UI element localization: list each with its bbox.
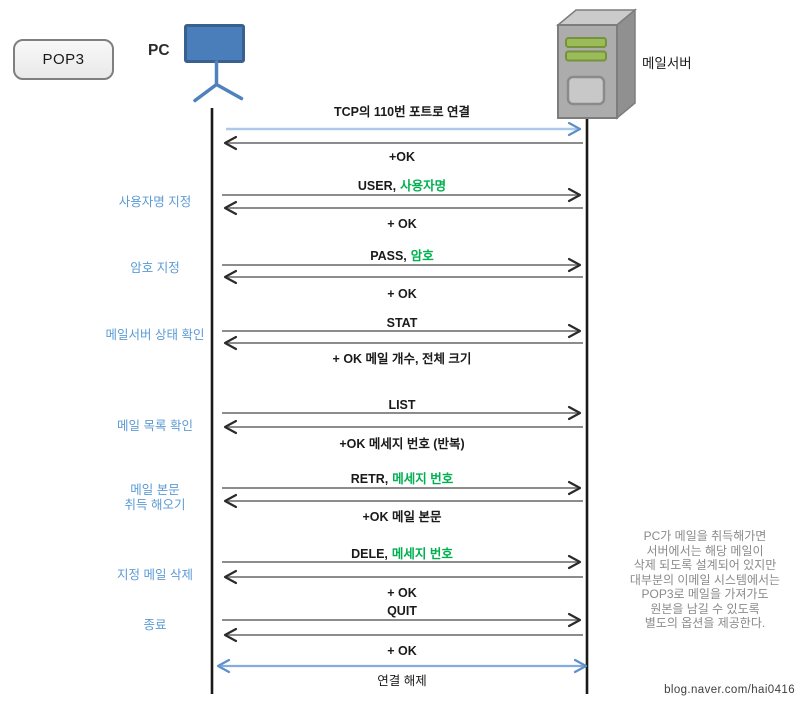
arrow-quit-cmd xyxy=(222,612,582,628)
arrow-dele-ok xyxy=(223,569,583,585)
arrow-list-cmd xyxy=(222,405,582,421)
message-list-ok: +OK 메세지 번호 (반복) xyxy=(339,437,465,451)
message-dele-ok: + OK xyxy=(387,586,417,600)
message-quit-cmd: QUIT xyxy=(387,604,417,618)
stage-mail-retrieve: 메일 본문 취득 해오기 xyxy=(124,483,186,512)
arrow-greeting-ok xyxy=(223,135,583,151)
message-pass-ok: + OK xyxy=(387,287,417,301)
message-stat-cmd: STAT xyxy=(386,316,418,330)
message-pass-cmd: PASS,암호 xyxy=(370,249,434,263)
pc-icon xyxy=(184,24,245,103)
arrow-user-cmd xyxy=(222,187,582,203)
pop3-option-note: PC가 메일을 취득해가면 서버에서는 해당 메일이 삭제 되도록 설계되어 있… xyxy=(629,529,781,630)
pop3-badge-label: POP3 xyxy=(42,51,85,68)
arrow-user-ok xyxy=(223,200,583,216)
arrow-tcp-connect xyxy=(226,121,582,137)
server-drive-panel xyxy=(566,75,606,106)
message-list-cmd: LIST xyxy=(388,398,416,412)
stage-username: 사용자명 지정 xyxy=(118,195,192,209)
stage-mail-delete: 지정 메일 삭제 xyxy=(117,568,193,582)
stage-mail-list: 메일 목록 확인 xyxy=(117,419,193,433)
pc-monitor-stand xyxy=(193,60,244,103)
message-quit-ok: + OK xyxy=(387,644,417,658)
password-param: 암호 xyxy=(410,249,434,263)
mail-server-icon xyxy=(555,8,638,120)
server-led-bar-2 xyxy=(565,50,607,62)
arrow-pass-ok xyxy=(223,269,583,285)
pop3-protocol-badge: POP3 xyxy=(13,39,114,80)
arrow-stat-cmd xyxy=(222,323,582,339)
message-dele-cmd: DELE,메세지 번호 xyxy=(351,547,453,561)
pc-actor-label: PC xyxy=(148,42,170,59)
arrow-dele-cmd xyxy=(222,554,582,570)
arrow-retr-cmd xyxy=(222,480,582,496)
arrow-retr-ok xyxy=(223,493,583,509)
message-disconnect: 연결 해제 xyxy=(377,674,427,688)
message-user-cmd: USER,사용자명 xyxy=(357,179,447,193)
message-tcp-connect: TCP의 110번 포트로 연결 xyxy=(333,105,471,119)
message-retr-cmd: RETR,메세지 번호 xyxy=(350,472,454,486)
message-number-param: 메세지 번호 xyxy=(392,472,454,486)
stage-server-status: 메일서버 상태 확인 xyxy=(105,328,205,342)
stage-password: 암호 지정 xyxy=(130,261,180,275)
arrow-list-ok xyxy=(223,419,583,435)
message-retr-ok: +OK 메일 본문 xyxy=(362,510,442,524)
stage-quit: 종료 xyxy=(143,618,167,632)
message-stat-ok: + OK 메일 개수, 전체 크기 xyxy=(332,352,472,366)
message-number-param: 메세지 번호 xyxy=(391,547,453,561)
username-param: 사용자명 xyxy=(400,179,447,193)
arrow-stat-ok xyxy=(223,335,583,351)
blog-watermark: blog.naver.com/hai0416 xyxy=(664,684,795,696)
arrow-pass-cmd xyxy=(222,257,582,273)
server-led-bar-1 xyxy=(565,37,607,48)
server-side-face xyxy=(616,8,636,120)
arrow-disconnect xyxy=(216,658,588,674)
pc-monitor-screen xyxy=(184,24,245,63)
mail-server-actor-label: 메일서버 xyxy=(642,56,692,71)
message-greeting-ok: +OK xyxy=(388,150,416,164)
arrow-quit-ok xyxy=(223,627,583,643)
message-user-ok: + OK xyxy=(387,217,417,231)
